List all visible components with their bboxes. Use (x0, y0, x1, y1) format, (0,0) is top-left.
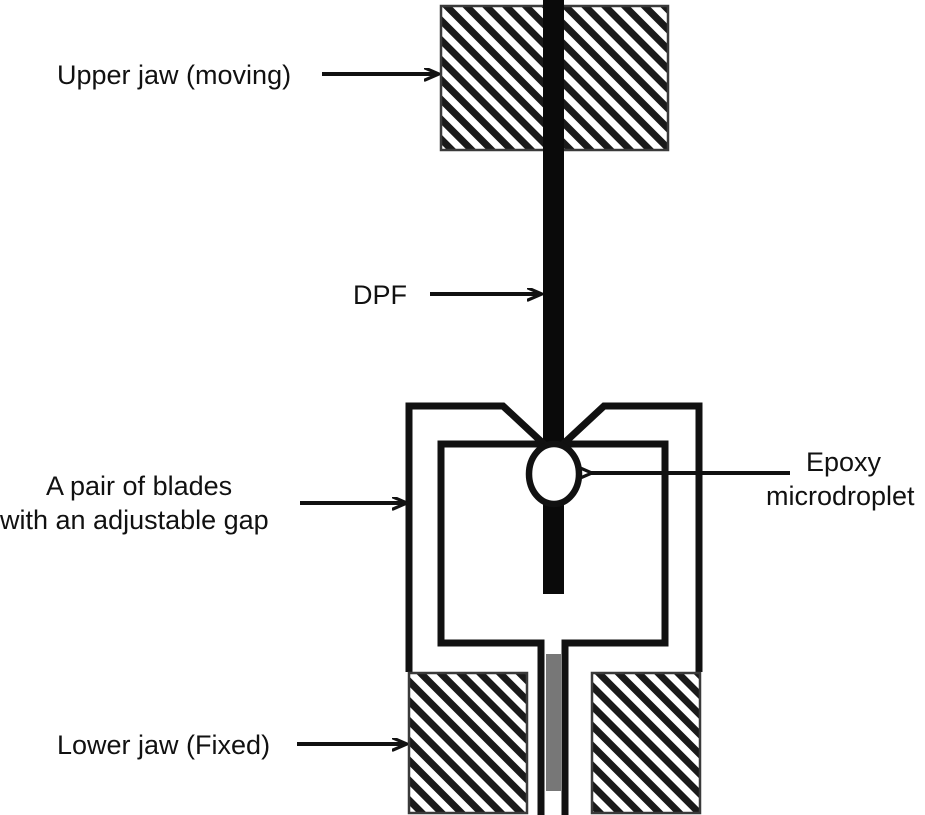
label-epoxy-line1: Epoxy (806, 447, 882, 477)
lower-jaw-group (407, 671, 702, 815)
lower-jaw-hatched-block-left (407, 671, 529, 815)
blade-outer-outline (405, 402, 703, 672)
label-epoxy-line2: microdroplet (766, 481, 915, 511)
gray-specimen-stem (546, 654, 561, 791)
label-upper-jaw: Upper jaw (moving) (57, 60, 291, 90)
adjustable-blade-housing (405, 402, 703, 815)
lower-jaw-hatched-block-right (590, 671, 702, 815)
epoxy-microdroplet-ellipse (525, 440, 583, 508)
label-blades-line1: A pair of blades (46, 471, 232, 501)
blade-inner-chamber (437, 440, 669, 815)
callout-arrows (297, 74, 790, 744)
label-blades-line2: with an adjustable gap (0, 505, 269, 535)
label-lower-jaw: Lower jaw (Fixed) (57, 730, 270, 760)
label-dpf: DPF (353, 280, 407, 310)
